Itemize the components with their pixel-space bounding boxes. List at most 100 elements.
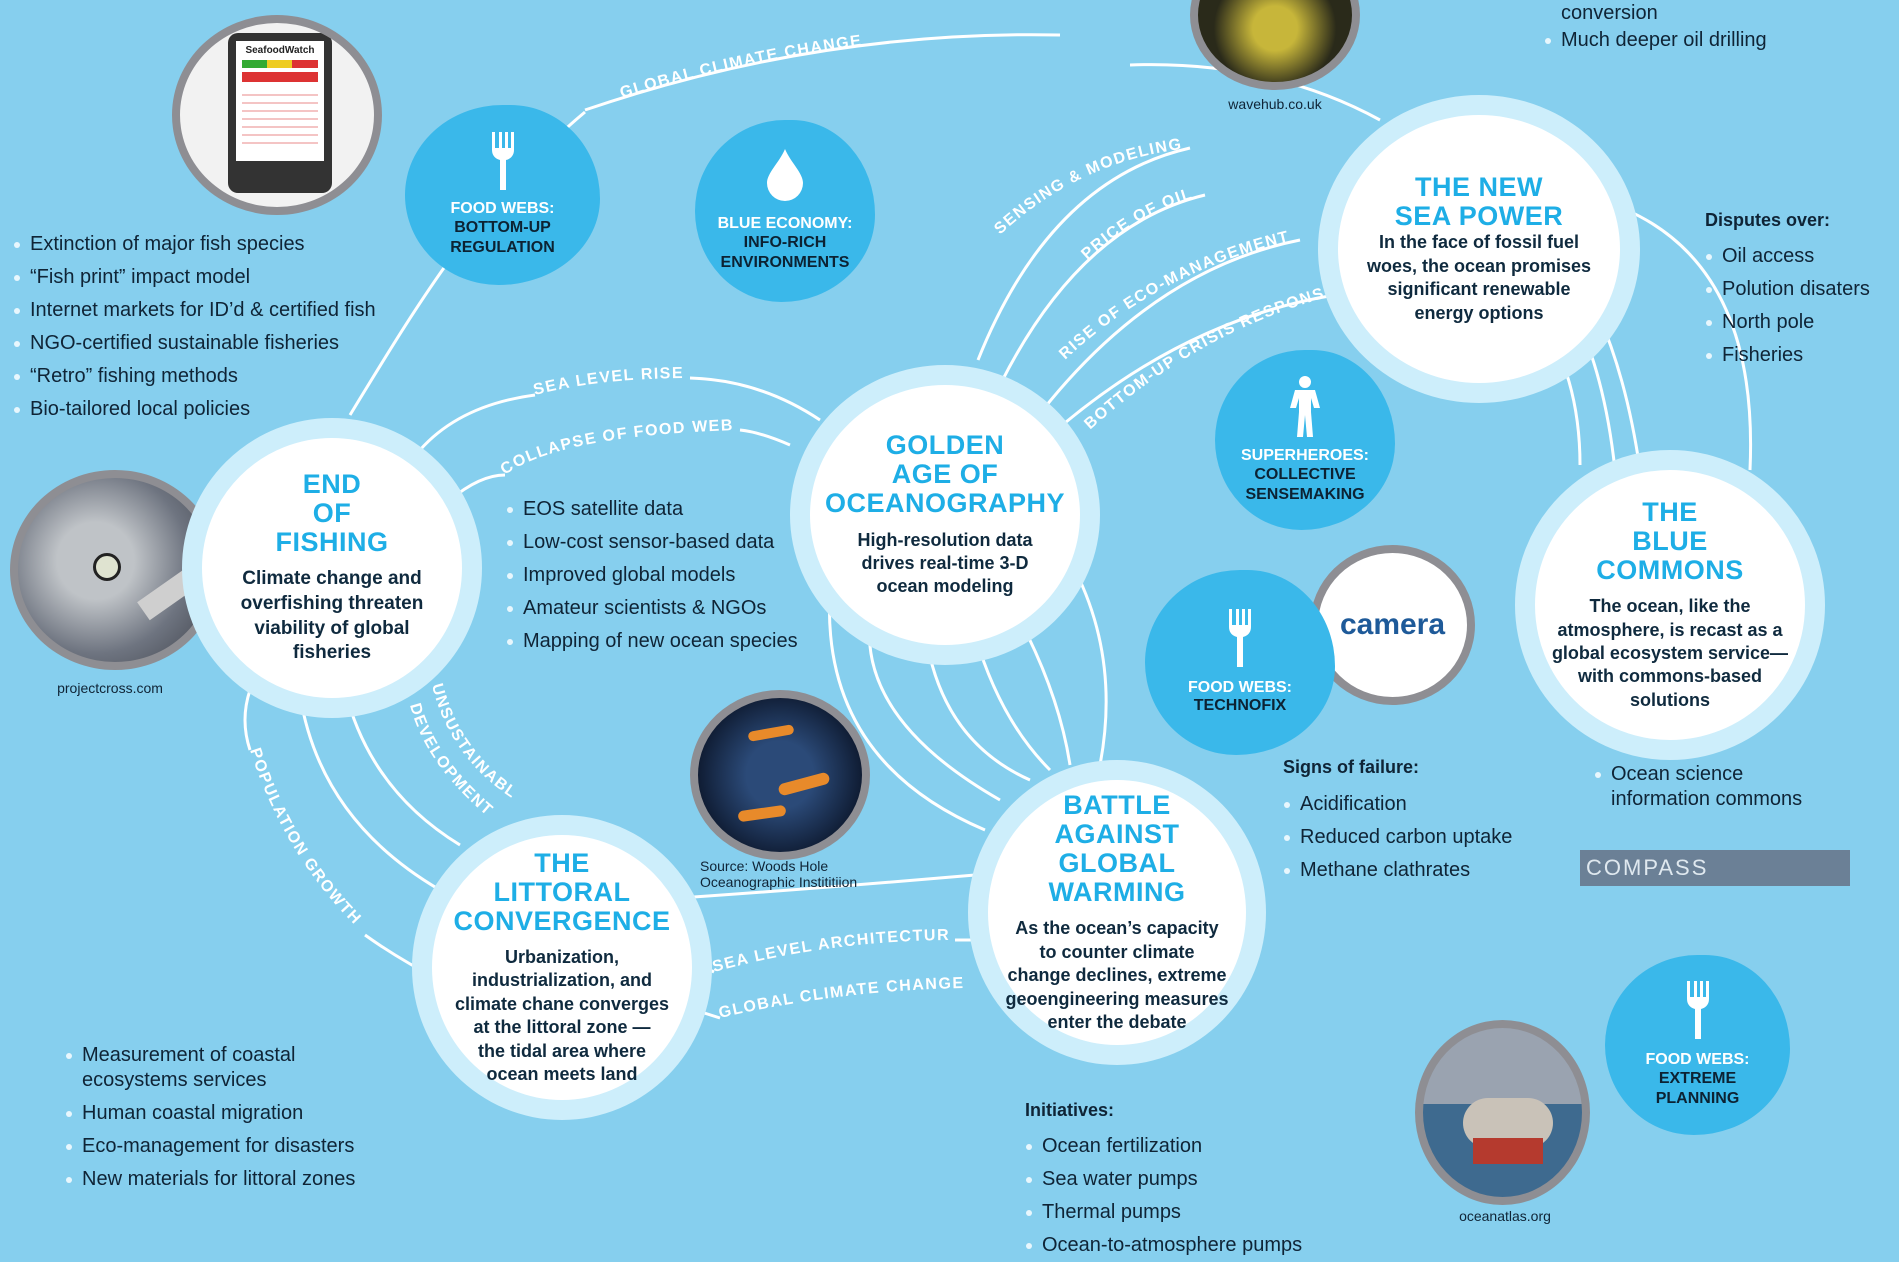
scenario-description: Climate change and overfishing threaten …: [240, 568, 424, 664]
woods-hole-float-photo: [690, 690, 870, 860]
list-item: Mapping of new ocean species: [507, 625, 798, 658]
list-item: “Fish print” impact model: [14, 261, 376, 294]
food-webs-bottom-up-blob: FOOD WEBS: BOTTOM-UP REGULATION: [405, 105, 600, 285]
scenario-blue-commons: THE BLUE COMMONS The ocean, like the atm…: [1515, 450, 1825, 760]
list-item: North pole: [1706, 306, 1870, 339]
list-item: Improved global models: [507, 559, 798, 592]
list-item: Extinction of major fish species: [14, 228, 376, 261]
seafood-watch-phone-photo: SeafoodWatch: [172, 15, 382, 215]
fork-icon: [1229, 608, 1251, 667]
seafood-watch-label: SeafoodWatch: [245, 45, 315, 56]
svg-text:SENSING & MODELING: SENSING & MODELING: [991, 136, 1183, 238]
list-item: New materials for littoral zones: [66, 1167, 355, 1192]
list-item: Oil access: [1706, 240, 1870, 273]
blob-name: TECHNOFIX: [1193, 697, 1287, 715]
scenario-new-sea-power: THE NEW SEA POWER In the face of fossil …: [1318, 95, 1640, 403]
sea-power-factors-list: conversion Much deeper oil drilling: [1545, 2, 1767, 57]
svg-text:COLLAPSE OF FOOD WEB: COLLAPSE OF FOOD WEB: [498, 417, 735, 478]
scenario-title: END OF FISHING: [275, 468, 389, 558]
list-item: conversion: [1545, 2, 1767, 24]
list-item: NGO-certified sustainable fisheries: [14, 327, 376, 360]
driver-price-of-oil: PRICE OF OIL: [1078, 185, 1193, 263]
blob-name: COLLECTIVE SENSEMAKING: [1245, 465, 1365, 503]
list-item: Acidification: [1284, 788, 1512, 821]
oceanatlas-credit: oceanatlas.org: [1459, 1208, 1551, 1224]
list-item: EOS satellite data: [507, 493, 798, 526]
initiatives-list: Ocean fertilization Sea water pumps Ther…: [1026, 1130, 1302, 1262]
list-item: Measurement of coastal ecosystems servic…: [66, 1043, 355, 1093]
scenario-description: Urbanization, industrialization, and cli…: [454, 947, 670, 1085]
list-item: Sea water pumps: [1026, 1163, 1302, 1196]
blob-name: EXTREME PLANNING: [1655, 1069, 1740, 1107]
scenario-description: High-resolution data drives real-time 3-…: [857, 529, 1033, 597]
scenario-end-of-fishing: END OF FISHING Climate change and overfi…: [182, 418, 482, 718]
disputes-list: Oil access Polution disaters North pole …: [1706, 240, 1870, 372]
scenario-description: As the ocean’s capacity to counter clima…: [1005, 918, 1229, 1032]
list-item: Polution disaters: [1706, 273, 1870, 306]
driver-global-climate-change-top: GLOBAL CLIMATE CHANGE: [618, 32, 862, 101]
blob-name: INFO-RICH ENVIRONMENTS: [720, 233, 850, 271]
fork-icon: [491, 132, 514, 191]
food-webs-extreme-planning-blob: FOOD WEBS: EXTREME PLANNING: [1605, 955, 1790, 1135]
scenario-title: THE NEW SEA POWER: [1394, 172, 1564, 232]
signs-of-failure-list: Acidification Reduced carbon uptake Meth…: [1284, 788, 1512, 887]
projectcross-credit: projectcross.com: [57, 680, 163, 696]
water-drop-icon: [767, 149, 803, 202]
disputes-heading: Disputes over:: [1705, 210, 1831, 230]
camera-logo-photo: camera: [1310, 545, 1475, 705]
driver-population-growth: POPULATION GROWTH: [246, 746, 363, 928]
list-item: Thermal pumps: [1026, 1196, 1302, 1229]
list-item: Ocean fertilization: [1026, 1130, 1302, 1163]
wavehub-credit: wavehub.co.uk: [1228, 96, 1322, 112]
scenario-description: In the face of fossil fuel woes, the oce…: [1366, 232, 1592, 323]
initiatives-heading: Initiatives:: [1025, 1100, 1115, 1120]
list-item: Reduced carbon uptake: [1284, 821, 1512, 854]
camera-logo-text: camera: [1339, 608, 1446, 641]
svg-text:GLOBAL CLIMATE CHANGE: GLOBAL CLIMATE CHANGE: [717, 975, 965, 1022]
scenario-title: THE BLUE COMMONS: [1596, 496, 1744, 586]
blob-category: FOOD WEBS:: [1188, 678, 1292, 696]
svg-text:PRICE OF OIL: PRICE OF OIL: [1078, 185, 1195, 263]
list-item: Methane clathrates: [1284, 854, 1512, 887]
driver-sea-level-rise: SEA LEVEL RISE: [532, 365, 683, 399]
list-item: “Retro” fishing methods: [14, 360, 376, 393]
ocean-atlas-ship-photo: [1415, 1020, 1590, 1205]
svg-text:POPULATION GROWTH: POPULATION GROWTH: [246, 746, 364, 928]
svg-text:GLOBAL CLIMATE CHANGE: GLOBAL CLIMATE CHANGE: [618, 32, 863, 101]
scenario-title: GOLDEN AGE OF OCEANOGRAPHY: [824, 430, 1066, 519]
list-item: Low-cost sensor-based data: [507, 526, 798, 559]
driver-global-climate-change-bottom: GLOBAL CLIMATE CHANGE: [717, 975, 963, 1022]
bullet-mask: [1545, 14, 1561, 28]
list-item: Ocean-to-atmosphere pumps: [1026, 1229, 1302, 1262]
commons-factors-list: Ocean science information commons: [1595, 762, 1802, 820]
list-item: Eco-management for disasters: [66, 1134, 355, 1159]
blob-category: FOOD WEBS:: [450, 200, 555, 218]
list-item: Ocean science information commons: [1595, 762, 1802, 812]
fishing-factors-list: Extinction of major fish species “Fish p…: [14, 228, 376, 426]
superhero-icon: [1290, 376, 1320, 438]
woods-hole-credit: Source: Woods Hole Oceanographic Institi…: [700, 858, 858, 890]
littoral-factors-list: Measurement of coastal ecosystems servic…: [66, 1043, 355, 1200]
signs-of-failure-heading: Signs of failure:: [1283, 757, 1420, 777]
scenario-title: THE LITTORAL CONVERGENCE: [453, 847, 671, 936]
driver-sensing-modeling: SENSING & MODELING: [991, 136, 1182, 238]
scenario-description: The ocean, like the atmosphere, is recas…: [1551, 596, 1789, 710]
list-item: Fisheries: [1706, 339, 1870, 372]
driver-collapse-of-food-web: COLLAPSE OF FOOD WEB: [498, 417, 733, 478]
blob-category: BLUE ECONOMY:: [717, 215, 853, 233]
oceanography-factors-list: EOS satellite data Low-cost sensor-based…: [507, 493, 798, 658]
scenario-title: BATTLE AGAINST GLOBAL WARMING: [1048, 789, 1186, 908]
svg-text:SEA LEVEL RISE: SEA LEVEL RISE: [532, 365, 685, 399]
list-item: Internet markets for ID’d & certified fi…: [14, 294, 376, 327]
blob-name: BOTTOM-UP REGULATION: [450, 218, 555, 256]
list-item: Much deeper oil drilling: [1545, 24, 1767, 57]
compass-logo: COMPASS: [1580, 850, 1850, 886]
list-item: Human coastal migration: [66, 1101, 355, 1126]
list-item: Amateur scientists & NGOs: [507, 592, 798, 625]
scenario-golden-age-of-oceanography: GOLDEN AGE OF OCEANOGRAPHY High-resoluti…: [790, 365, 1100, 665]
food-webs-technofix-blob: FOOD WEBS: TECHNOFIX: [1145, 570, 1335, 755]
scenario-littoral-convergence: THE LITTORAL CONVERGENCE Urbanization, i…: [412, 815, 712, 1120]
fork-icon: [1686, 981, 1709, 1040]
blue-economy-blob: BLUE ECONOMY: INFO-RICH ENVIRONMENTS: [695, 120, 875, 302]
superheroes-blob: SUPERHEROES: COLLECTIVE SENSEMAKING: [1215, 350, 1395, 530]
